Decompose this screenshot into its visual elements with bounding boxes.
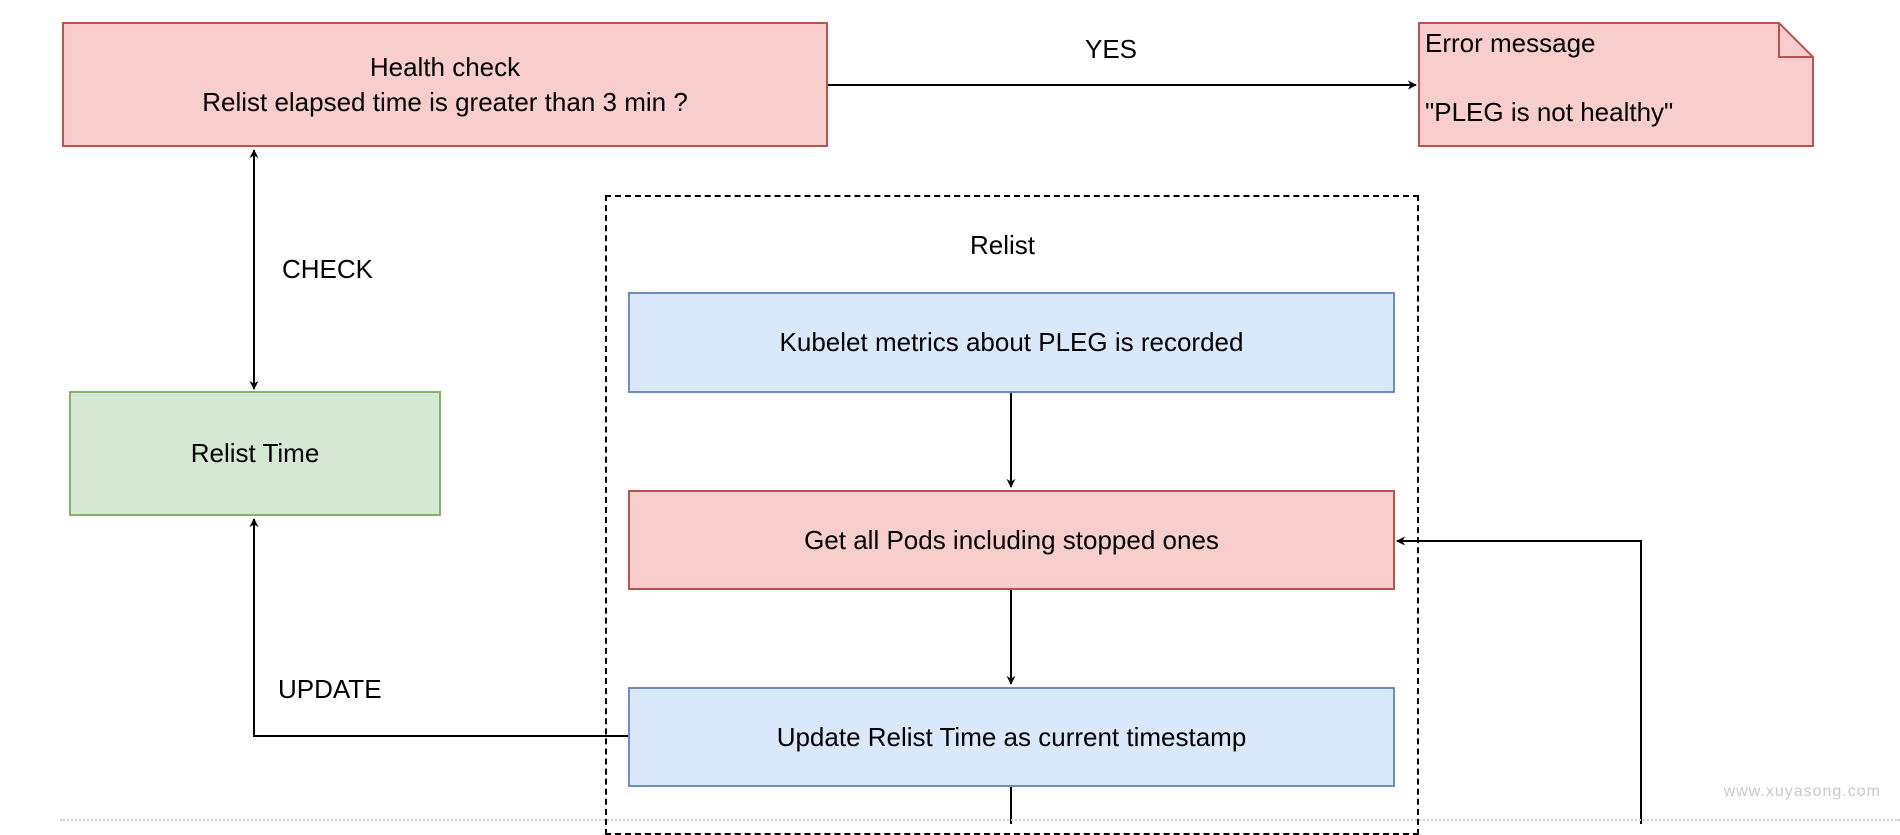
edge-loop-back — [1396, 536, 1642, 824]
relist-time-box: Relist Time — [69, 391, 441, 516]
step-update-label: Update Relist Time as current timestamp — [776, 721, 1247, 752]
step-metrics-label: Kubelet metrics about PLEG is recorded — [779, 327, 1244, 357]
error-note-fold — [1778, 23, 1813, 58]
step-get-pods-label: Get all Pods including stopped ones — [804, 524, 1219, 555]
error-note-shape — [1418, 22, 1814, 147]
step-metrics-recorded: Kubelet metrics about PLEG is recorded — [628, 292, 1395, 393]
health-check-title: Health check — [369, 51, 521, 82]
watermark-text: www.xuyasong.com — [1723, 783, 1881, 800]
step-get-all-pods: Get all Pods including stopped ones — [628, 490, 1395, 590]
relist-time-label: Relist Time — [190, 438, 320, 468]
edge-update-label: UPDATE — [278, 674, 382, 704]
edge-yes-label: YES — [1085, 34, 1138, 64]
edge-update-line — [249, 518, 628, 737]
health-check-condition: Relist elapsed time is greater than 3 mi… — [202, 86, 688, 117]
error-note-title: Error message — [1425, 28, 1596, 58]
edge-check-label: CHECK — [282, 254, 374, 284]
error-note-message: "PLEG is not healthy" — [1425, 97, 1674, 127]
bottom-divider — [60, 819, 1900, 821]
step-update-relist-time: Update Relist Time as current timestamp — [628, 687, 1395, 787]
health-check-box: Health check Relist elapsed time is grea… — [62, 22, 828, 147]
relist-group-title: Relist — [970, 230, 1036, 260]
